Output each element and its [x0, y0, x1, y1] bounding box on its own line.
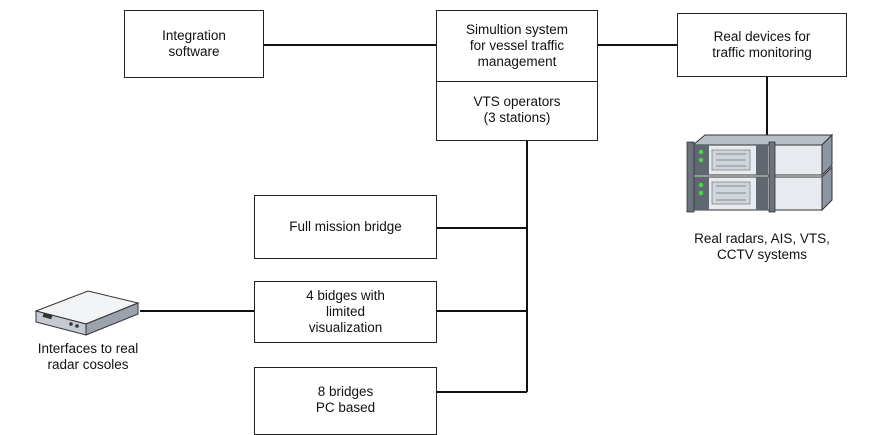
simulation-vts-box: Simultion system for vessel traffic mana… [436, 10, 598, 141]
vts-operators-section: VTS operators (3 stations) [473, 82, 560, 140]
real-devices-box: Real devices for traffic monitoring [677, 13, 847, 77]
radar-console-caption-line-1: Interfaces to real [37, 341, 139, 356]
integration-software-line-1: Integration [162, 28, 226, 43]
servers-caption-line-2: CCTV systems [716, 247, 807, 262]
eight-bridges-line-2: PC based [315, 400, 376, 415]
four-bridges-line-2: limited [325, 304, 365, 319]
servers-caption-line-1: Real radars, AIS, VTS, [694, 231, 830, 246]
integration-software-line-2: software [168, 44, 220, 59]
full-mission-bridge-label: Full mission bridge [289, 219, 402, 234]
simulation-system-line-3: management [477, 54, 557, 69]
server-rack-icon [686, 133, 834, 213]
radar-console-icon [34, 290, 140, 336]
simulation-system-line-1: Simultion system [465, 22, 569, 37]
radar-console-caption-line-2: radar cosoles [47, 357, 129, 372]
vts-operators-line-2: (3 stations) [483, 110, 551, 125]
eight-bridges-line-1: 8 bridges [317, 384, 374, 399]
four-bridges-line-3: visualization [308, 320, 383, 335]
four-bridges-line-1: 4 bidges with [306, 288, 385, 303]
section-divider [437, 81, 597, 82]
radar-console-caption: Interfaces to real radar cosoles [0, 341, 176, 373]
integration-software-box: Integration software [124, 10, 264, 78]
full-mission-bridge-box: Full mission bridge [254, 195, 437, 259]
real-devices-line-2: traffic monitoring [712, 45, 812, 60]
real-devices-line-1: Real devices for [713, 29, 811, 44]
simulation-system-section: Simultion system for vessel traffic mana… [466, 11, 568, 81]
vts-operators-line-1: VTS operators [473, 94, 561, 109]
simulation-system-line-2: for vessel traffic [469, 38, 565, 53]
servers-caption: Real radars, AIS, VTS, CCTV systems [652, 231, 872, 263]
eight-bridges-box: 8 bridges PC based [254, 367, 437, 435]
four-bridges-box: 4 bidges with limited visualization [254, 281, 437, 343]
